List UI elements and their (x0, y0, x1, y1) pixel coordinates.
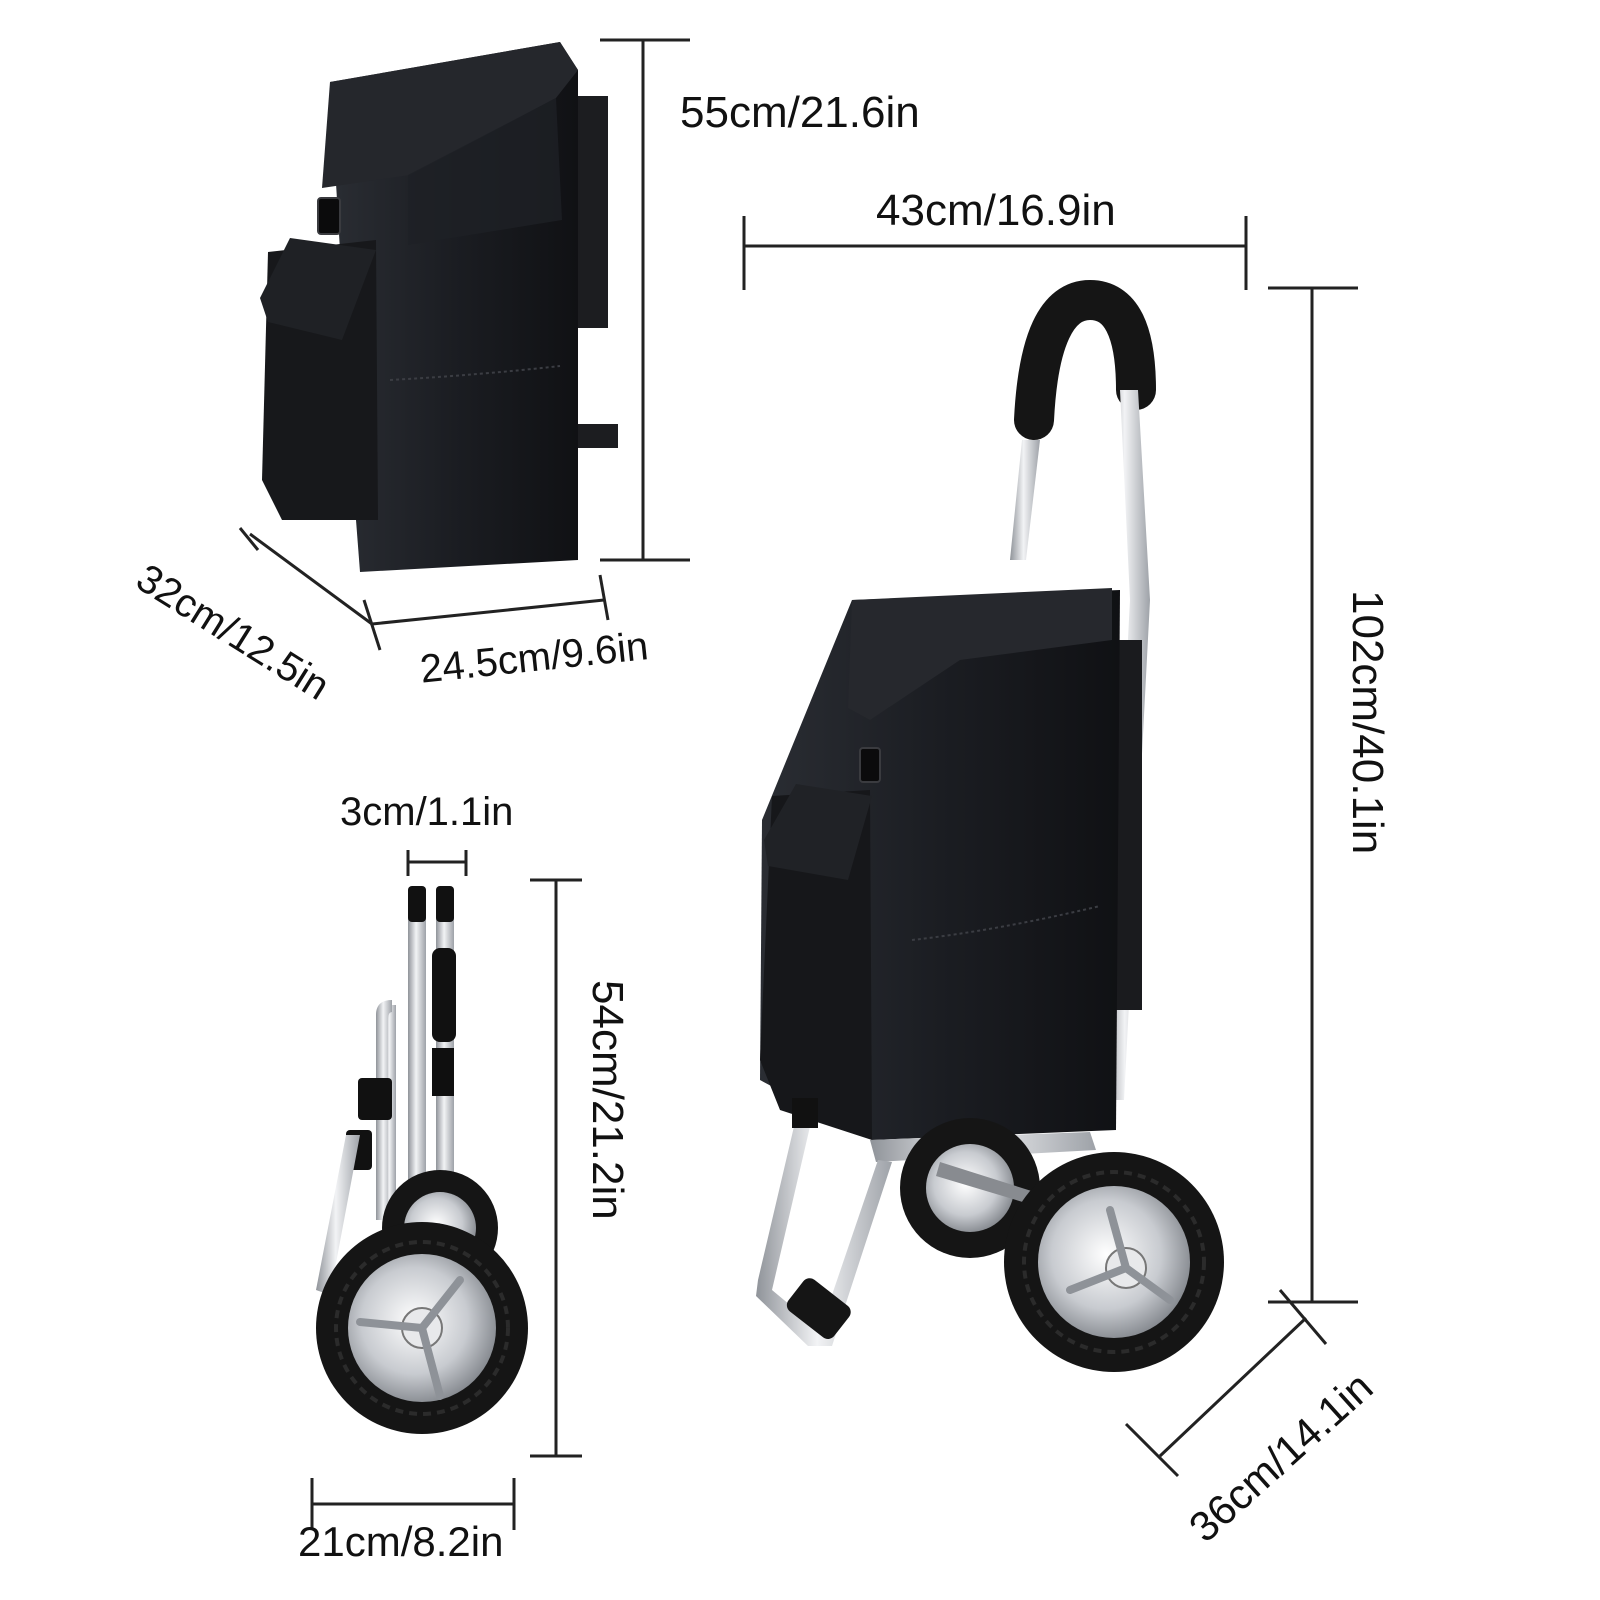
folded-trolley (316, 886, 528, 1434)
bag-width-dimension-line (371, 574, 610, 626)
assembled-trolley (756, 279, 1224, 1372)
folded-thickness-label: 3cm/1.1in (340, 790, 514, 834)
trolley-height-dimension-line (1268, 286, 1358, 1304)
folded-width-label: 21cm/8.2in (298, 1518, 504, 1565)
trolley-width-label: 43cm/16.9in (876, 186, 1116, 235)
folded-height-dimension-line (530, 878, 582, 1458)
folded-height-label: 54cm/21.2in (583, 980, 632, 1220)
bag-depth-dimension-line (238, 527, 382, 651)
bag-height-label: 55cm/21.6in (680, 88, 920, 137)
folded-width-dimension-line (310, 1478, 516, 1530)
trolley-height-label: 102cm/40.1in (1343, 590, 1392, 855)
trolley-depth-dimension-line (1124, 1289, 1328, 1478)
folded-thickness-dimension-line (406, 850, 468, 876)
trolley-width-dimension-line (742, 216, 1248, 290)
standalone-bag (260, 42, 618, 572)
bag-height-dimension-line (600, 38, 690, 562)
